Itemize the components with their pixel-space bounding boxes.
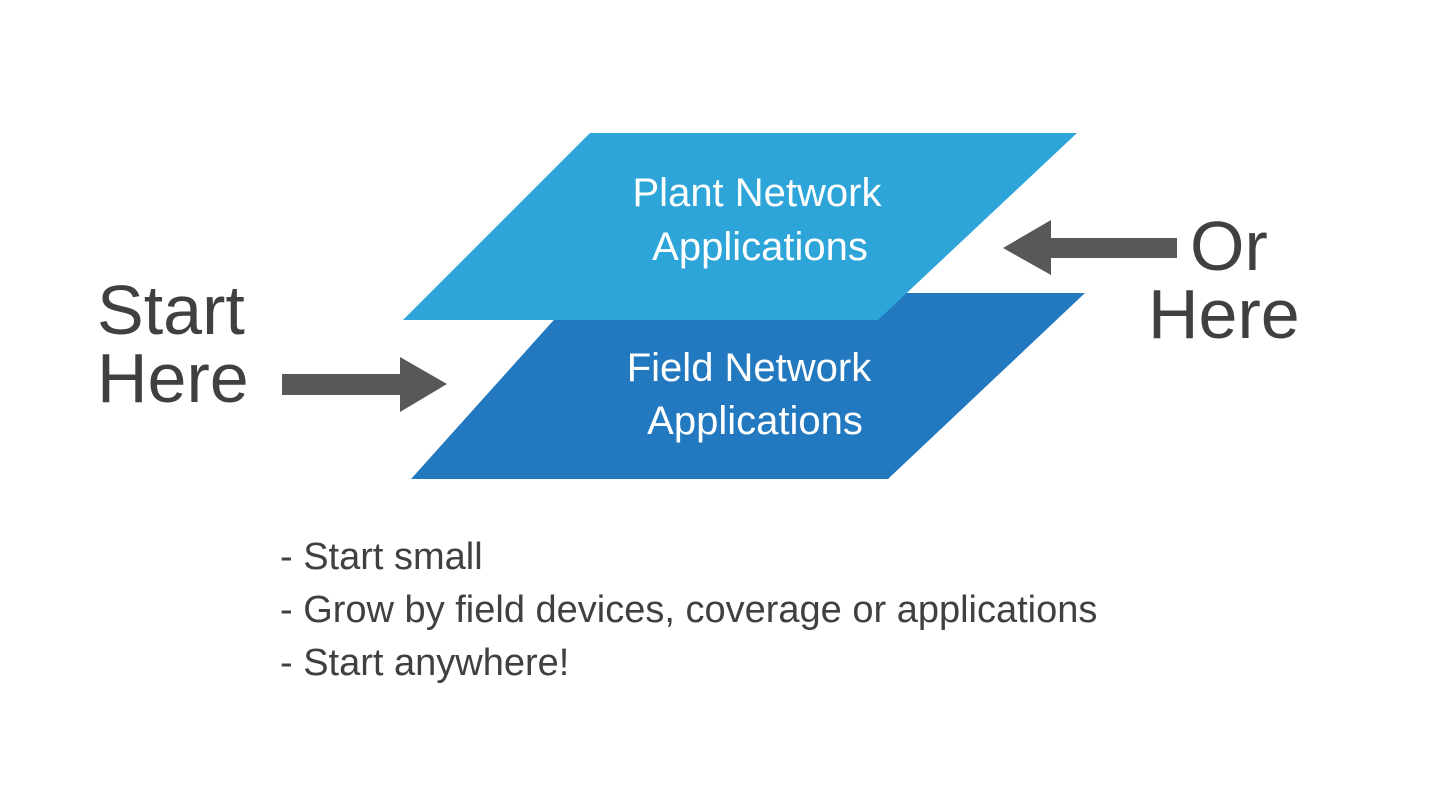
plant-layer-label-line2: Applications (652, 225, 868, 269)
field-layer-label-line1: Field Network (627, 346, 873, 390)
plant-network-layer (403, 133, 1077, 320)
field-layer-label-line2: Applications (647, 399, 863, 443)
start-here-label-line2: Here (97, 339, 249, 417)
arrow-right-icon (282, 357, 447, 412)
bullet-list: - Start small - Grow by field devices, c… (280, 531, 1097, 690)
plant-layer-label-line1: Plant Network (633, 171, 883, 215)
bullet-item: - Grow by field devices, coverage or app… (280, 589, 1098, 631)
arrow-left-icon (1003, 220, 1177, 275)
start-here-label-line1: Start (97, 271, 245, 349)
or-here-label-line1: Or (1190, 207, 1268, 285)
or-here-label-line2: Here (1148, 275, 1300, 353)
bullet-item: - Start anywhere! (280, 642, 570, 684)
bullet-item: - Start small (280, 536, 483, 578)
field-network-layer (411, 293, 1085, 479)
